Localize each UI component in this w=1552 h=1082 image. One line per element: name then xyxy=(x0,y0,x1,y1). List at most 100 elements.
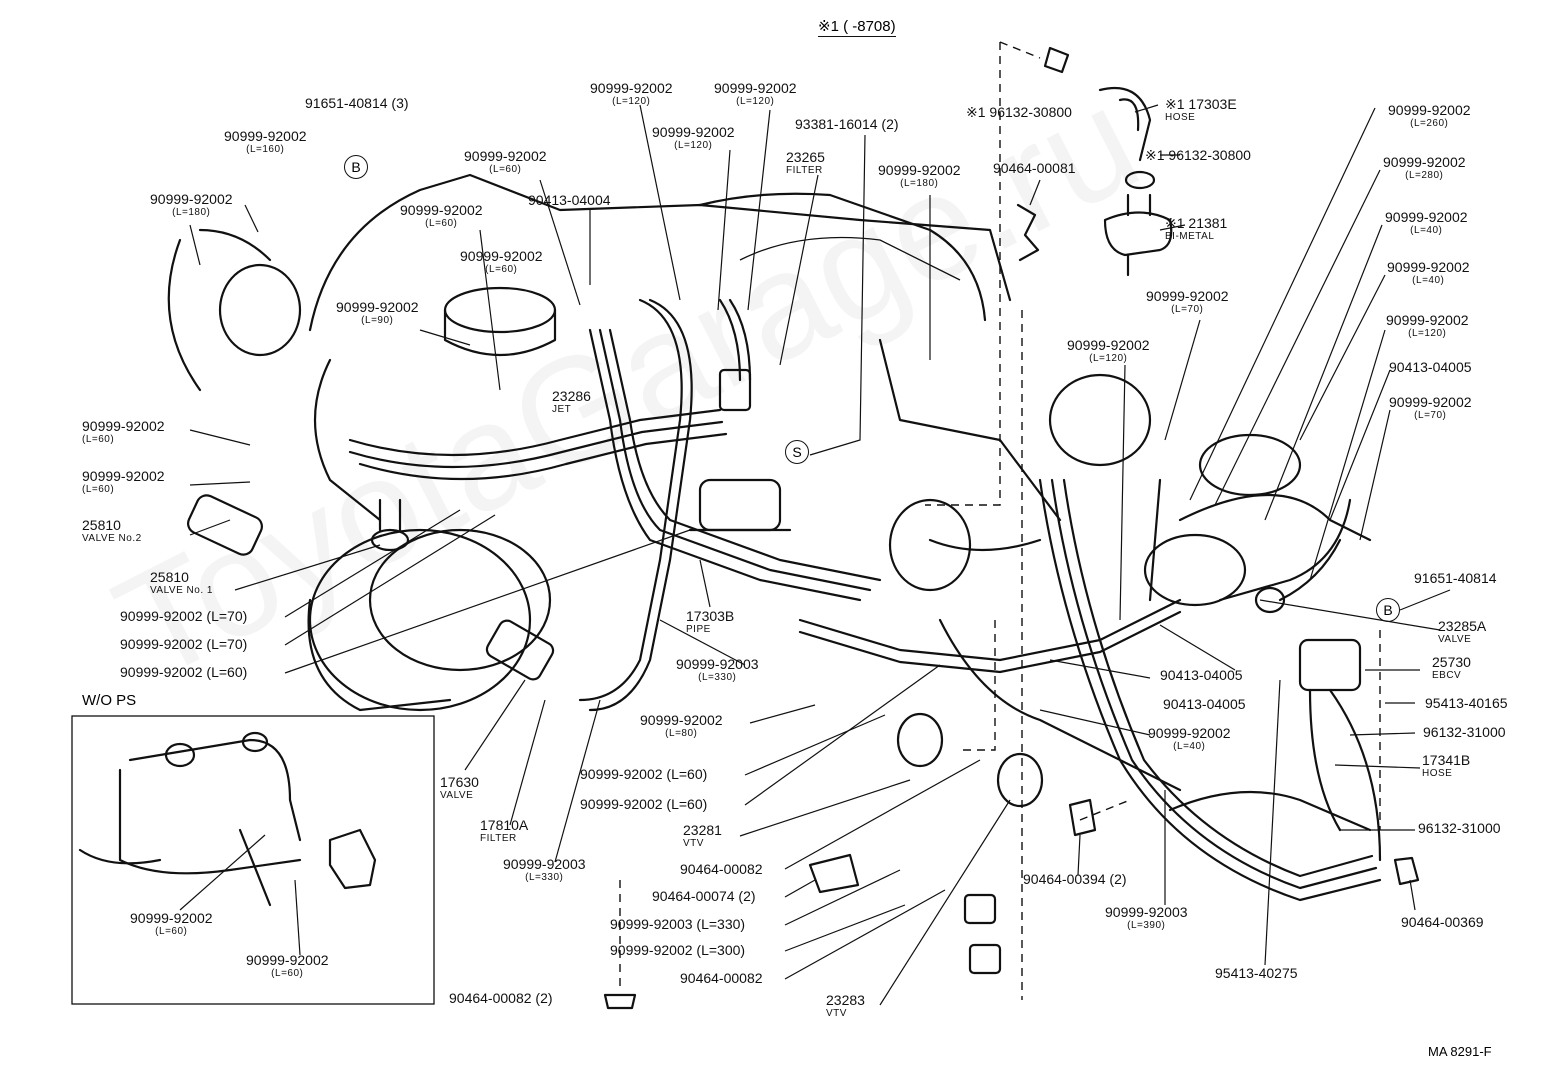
part-number: 90413-04005 xyxy=(1163,696,1246,712)
part-number: 90999-92002 xyxy=(224,128,307,144)
part-label: 90999-92002(L=80) xyxy=(640,712,723,740)
part-number: 90999-92002 xyxy=(246,952,329,968)
part-subtext: (L=70) xyxy=(1414,410,1447,421)
part-subtext: (L=60) xyxy=(82,434,115,445)
part-number: 90999-92002 xyxy=(400,202,483,218)
part-number: 90464-00081 xyxy=(993,160,1076,176)
leader-lines xyxy=(179,104,1451,1006)
part-number: 90464-00369 xyxy=(1401,914,1484,930)
part-label: 90999-92002 (L=60) xyxy=(120,665,247,680)
marker-b: B xyxy=(344,155,368,179)
part-label: 90999-92002(L=120) xyxy=(1386,313,1469,340)
marker-s: S xyxy=(785,440,809,464)
part-number: 90999-92002 (L=60) xyxy=(580,766,708,782)
part-number: 90999-92002 xyxy=(1388,102,1471,118)
part-number: 90999-92002 xyxy=(464,148,547,164)
part-number: 90464-00082 xyxy=(680,970,763,986)
dashed-outlines xyxy=(619,41,1381,1000)
part-number: 93381-16014 (2) xyxy=(795,116,899,132)
part-label: 90999-92003(L=390) xyxy=(1105,904,1188,932)
part-number: 90999-92002 xyxy=(460,248,543,264)
part-label: 90999-92002 (L=60) xyxy=(580,767,707,782)
part-subtext: (L=330) xyxy=(698,672,737,683)
part-label: 90464-00082 (2) xyxy=(449,991,553,1006)
part-label: ※1 96132-30800 xyxy=(966,105,1072,120)
part-number: 25810 xyxy=(82,517,121,533)
part-number: 17810A xyxy=(480,817,529,833)
part-subtext: VALVE No. 1 xyxy=(150,585,213,596)
inset-title: W/O PS xyxy=(82,692,137,709)
part-subtext: (L=180) xyxy=(172,207,211,218)
part-number: 90999-92002 xyxy=(878,162,961,178)
part-label: 90999-92002 (L=60) xyxy=(580,797,707,812)
part-label: 91651-40814 xyxy=(1414,571,1497,586)
part-number: 90999-92002 (L=60) xyxy=(580,796,708,812)
part-number: 90999-92002 xyxy=(336,299,419,315)
part-subtext: (L=40) xyxy=(1410,225,1443,236)
part-number: ※1 17303E xyxy=(1165,96,1237,112)
part-label: 90999-92002(L=60) xyxy=(400,202,483,230)
part-subtext: BI-METAL xyxy=(1165,231,1215,242)
part-number: 90999-92002 xyxy=(1385,209,1468,225)
part-subtext: (L=330) xyxy=(525,872,564,883)
part-number: 23281 xyxy=(683,822,722,838)
part-number: 95413-40275 xyxy=(1215,965,1298,981)
part-number: 23265 xyxy=(786,149,825,165)
part-number: 96132-31000 xyxy=(1423,724,1506,740)
inset-frame xyxy=(71,715,435,1005)
part-label: 90999-92002(L=70) xyxy=(1389,394,1472,422)
part-label: 90999-92002(L=90) xyxy=(336,299,419,327)
part-number: 90999-92002 xyxy=(640,712,723,728)
part-label: 93381-16014 (2) xyxy=(795,117,899,132)
part-subtext: FILTER xyxy=(480,833,517,844)
part-label: 90999-92002(L=120) xyxy=(652,124,735,152)
part-number: 90999-92002 xyxy=(1383,154,1466,170)
part-number: 90999-92002 xyxy=(82,418,165,434)
part-subtext: VALVE xyxy=(440,790,474,801)
part-label: 95413-40275 xyxy=(1215,966,1298,981)
components xyxy=(167,46,1420,1010)
part-number: 90999-92002 xyxy=(82,468,165,484)
part-number: 90999-92003 (L=330) xyxy=(610,916,746,932)
part-subtext: FILTER xyxy=(786,165,823,176)
part-label: 90999-92002(L=120) xyxy=(590,81,673,108)
part-label: 90999-92002(L=280) xyxy=(1383,154,1466,182)
part-subtext: PIPE xyxy=(686,624,711,635)
part-label: 90999-92003(L=330) xyxy=(676,657,759,684)
part-number: 90999-92002 xyxy=(1387,259,1470,275)
part-number: 90999-92003 xyxy=(1105,904,1188,920)
marker-b: B xyxy=(1376,598,1400,622)
part-label: 90464-00081 xyxy=(993,161,1076,176)
part-label: 90999-92002(L=60) xyxy=(82,468,165,496)
part-number: 90999-92002 (L=70) xyxy=(120,636,248,652)
part-number: 90999-92002 xyxy=(652,124,735,140)
part-label: 90999-92002(L=60) xyxy=(460,248,543,276)
part-subtext: (L=40) xyxy=(1173,741,1206,752)
part-label: 90999-92002(L=260) xyxy=(1388,102,1471,130)
part-number: 91651-40814 xyxy=(1414,570,1497,586)
part-label: 96132-31000 xyxy=(1423,725,1506,740)
part-subtext: (L=280) xyxy=(1405,170,1444,181)
part-label: 90999-92002(L=160) xyxy=(224,128,307,156)
part-number: 23285A xyxy=(1438,618,1487,634)
part-number: 90999-92002 (L=300) xyxy=(610,942,746,958)
engine-outline xyxy=(308,173,1062,552)
part-label: 90464-00082 xyxy=(680,862,763,877)
part-number: 90413-04004 xyxy=(528,192,611,208)
part-number: 25730 xyxy=(1432,654,1471,670)
part-subtext: (L=60) xyxy=(485,264,518,275)
part-subtext: (L=40) xyxy=(1412,275,1445,286)
part-number: 90999-92002 (L=60) xyxy=(120,664,248,680)
part-number: 90999-92002 xyxy=(1389,394,1472,410)
part-label: 90464-00082 xyxy=(680,971,763,986)
part-subtext: (L=90) xyxy=(361,315,394,326)
part-subtext: (L=60) xyxy=(425,218,458,229)
